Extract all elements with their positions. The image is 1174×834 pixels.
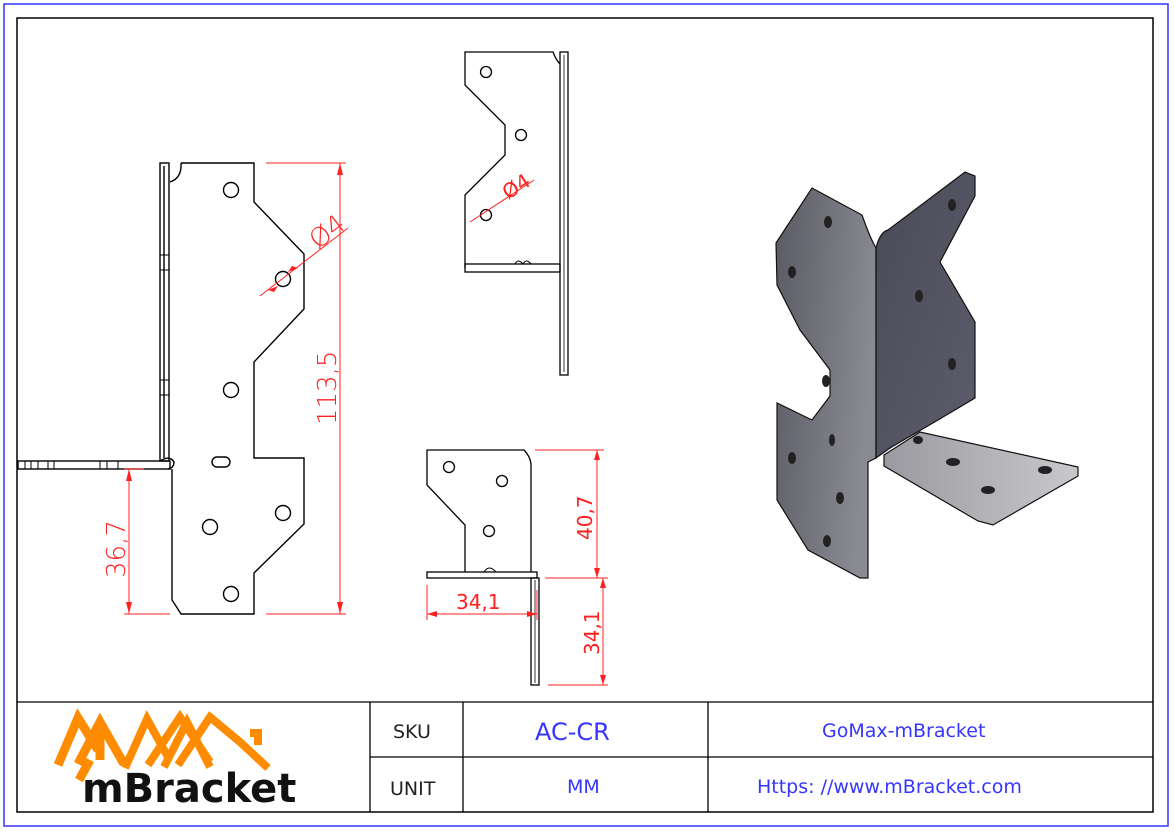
dimension-side-flange: 34,1	[580, 610, 604, 655]
hole	[442, 460, 456, 474]
hole	[222, 585, 240, 603]
hole	[274, 504, 292, 522]
hole	[222, 381, 240, 399]
logo-text: mBracket	[82, 766, 296, 812]
outer-border	[3, 3, 1169, 827]
dimension-front-height: 113,5	[313, 351, 343, 425]
isometric-view	[775, 171, 1079, 579]
front-dimensions	[124, 162, 349, 615]
side-view	[426, 449, 540, 686]
side-dimensions	[426, 449, 608, 686]
drawing-frame	[16, 17, 1154, 813]
hole	[514, 128, 528, 142]
logo-roof-icon-right	[121, 709, 271, 771]
unit-label: UNIT	[390, 778, 436, 800]
dimension-side-width: 34,1	[456, 590, 501, 614]
hole	[201, 518, 219, 536]
hole	[495, 474, 509, 488]
front-view	[17, 162, 305, 615]
logo: mBracket	[53, 708, 296, 812]
website-link[interactable]: Https: //www.mBracket.com	[757, 776, 1022, 798]
sku-label: SKU	[393, 721, 431, 743]
top-dimensions	[469, 179, 535, 223]
unit-value: MM	[567, 776, 600, 798]
title-block	[17, 701, 1153, 812]
dimension-front-hole: Ø4	[304, 209, 352, 255]
hole	[222, 181, 240, 199]
sku-value: AC-CR	[535, 718, 610, 746]
hole	[479, 65, 493, 79]
top-view	[464, 51, 569, 376]
dimension-front-flange: 36,7	[102, 520, 132, 578]
dimension-top-hole: Ø4	[498, 169, 535, 205]
logo-roof-icon	[53, 708, 128, 783]
hole	[274, 270, 292, 288]
brand-name: GoMax-mBracket	[822, 720, 985, 742]
dimension-side-height: 40,7	[573, 495, 597, 540]
slot	[211, 456, 231, 468]
hole	[482, 524, 496, 538]
